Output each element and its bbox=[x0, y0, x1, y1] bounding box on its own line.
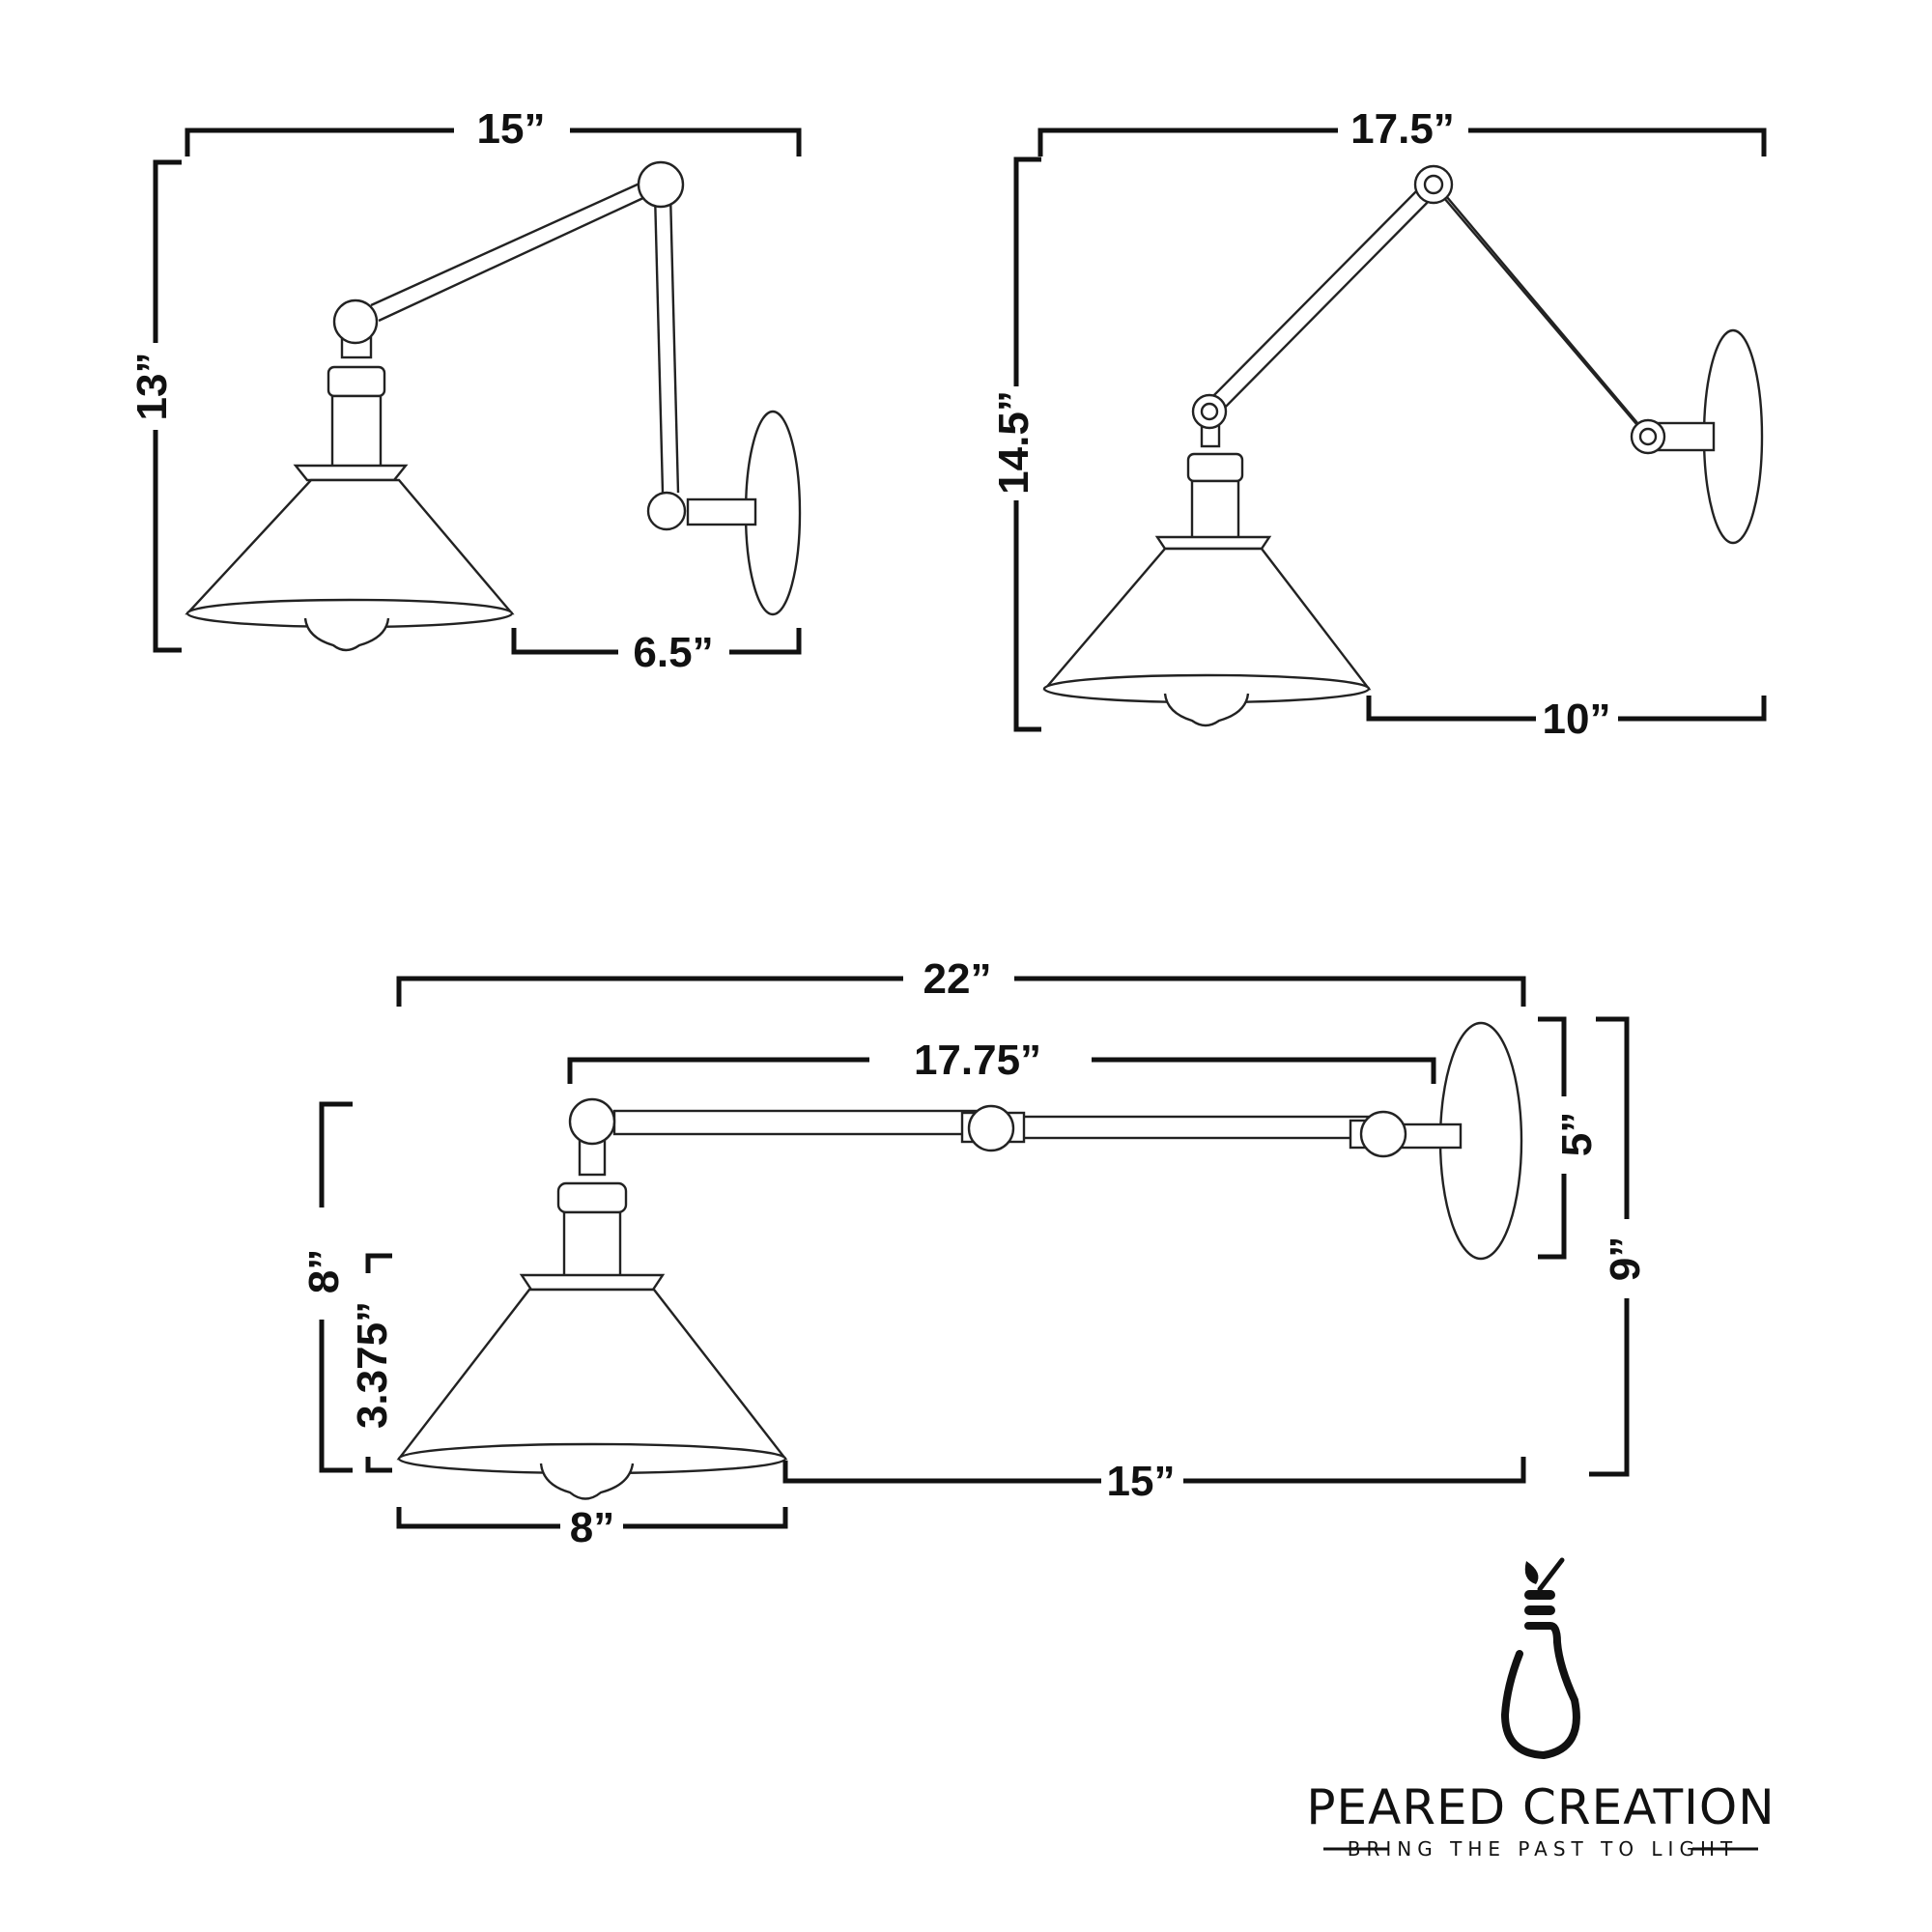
height-dimension-line bbox=[1013, 156, 1041, 732]
shade-height-label: 3.375” bbox=[349, 1301, 396, 1429]
lamp-drawing bbox=[185, 160, 802, 652]
height-label: 13” bbox=[128, 353, 176, 421]
lamp-diagram-3: 22” 17.75” 5” 9” 8” 3.375” 8” 15” bbox=[300, 955, 1649, 1551]
reach-label: 15” bbox=[1107, 1458, 1176, 1505]
backplate-height-label: 5” bbox=[1553, 1112, 1601, 1156]
backplate-height-dimension-line bbox=[1538, 1016, 1567, 1260]
width-dimension-line bbox=[1037, 128, 1767, 156]
tagline: BRING THE PAST TO LIGHT bbox=[1348, 1837, 1738, 1861]
extension-label: 6.5” bbox=[633, 629, 713, 676]
pear-bulb-icon bbox=[1500, 1557, 1580, 1760]
arm-length-dimension-line bbox=[567, 1057, 1436, 1084]
extension-dimension-line bbox=[1366, 696, 1767, 722]
shade-diameter-dimension-line bbox=[396, 1507, 788, 1529]
overall-length-dimension-line bbox=[396, 976, 1526, 1007]
assembly-height-dimension-line bbox=[319, 1101, 353, 1473]
shade-diameter-label: 8” bbox=[570, 1504, 614, 1551]
lamp-diagram-1: 15” 13” 6.5” bbox=[128, 105, 802, 676]
height-dimension-line bbox=[153, 159, 182, 653]
total-height-label: 9” bbox=[1602, 1236, 1649, 1281]
peared-creation-logo: PEARED CREATION BRING THE PAST TO LIGHT bbox=[1306, 1557, 1775, 1861]
width-label: 17.5” bbox=[1350, 105, 1455, 153]
brand-name: PEARED CREATION bbox=[1306, 1779, 1775, 1835]
shade-height-dimension-line bbox=[365, 1253, 392, 1473]
height-label: 14.5” bbox=[990, 390, 1037, 495]
extension-dimension-line bbox=[511, 628, 802, 655]
width-dimension-line bbox=[185, 128, 802, 156]
extension-label: 10” bbox=[1543, 696, 1611, 743]
reach-dimension-line bbox=[782, 1457, 1526, 1484]
overall-length-label: 22” bbox=[923, 955, 992, 1003]
lamp-diagram-2: 17.5” 14.5” 10” bbox=[990, 105, 1767, 743]
lamp-drawing bbox=[1042, 164, 1764, 727]
total-height-dimension-line bbox=[1589, 1016, 1630, 1477]
width-label: 15” bbox=[477, 105, 546, 153]
lamp-drawing bbox=[396, 1021, 1523, 1500]
assembly-height-label: 8” bbox=[300, 1249, 348, 1293]
arm-length-label: 17.75” bbox=[914, 1037, 1041, 1084]
